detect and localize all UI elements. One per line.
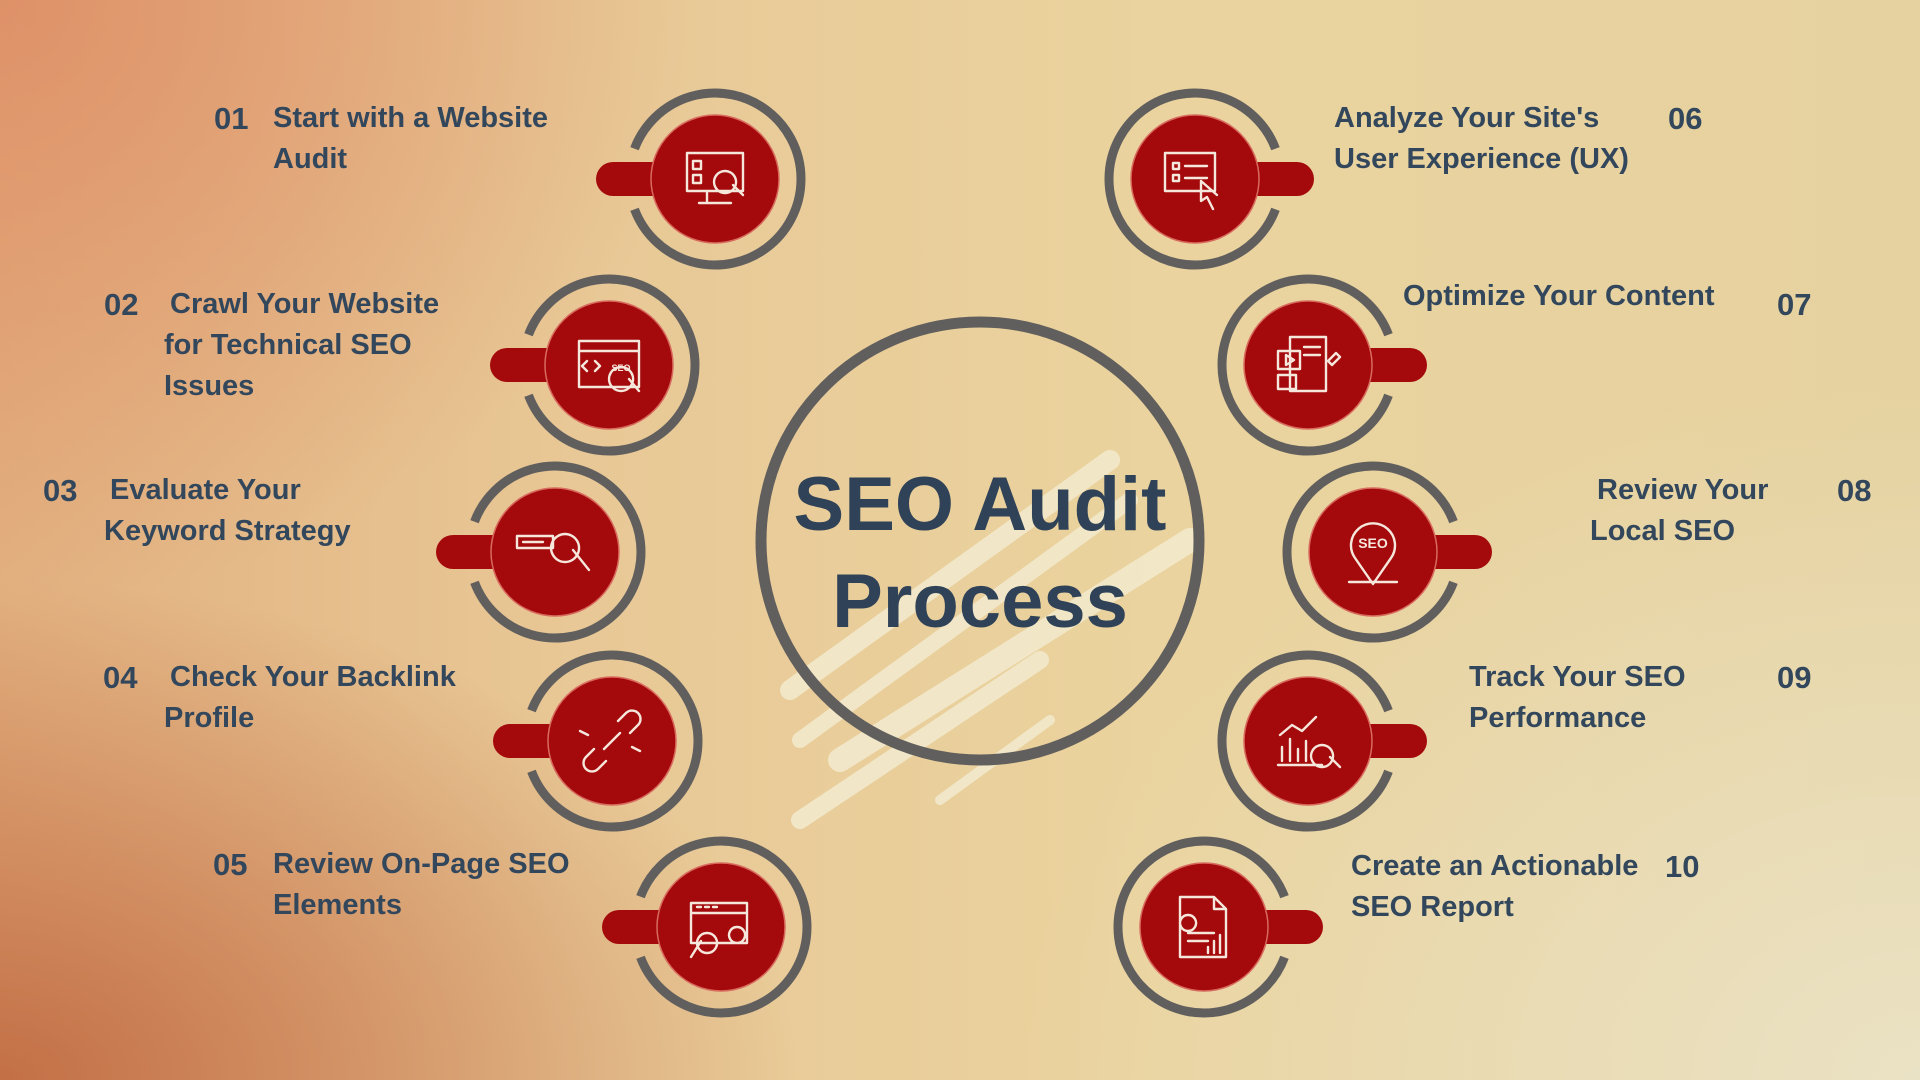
step-08-number: 08 (1837, 473, 1872, 508)
step-01-marker (596, 88, 806, 270)
step-03-label-line: Evaluate Your (110, 474, 301, 506)
step-05-label-line: Elements (273, 889, 402, 921)
outer-ring (470, 461, 646, 643)
step-09-label-line: Performance (1469, 702, 1647, 734)
step-05-marker (602, 836, 812, 1018)
step-07-marker (1217, 274, 1427, 456)
outer-ring (524, 274, 700, 456)
step-01-label-line: Audit (273, 143, 348, 175)
step-04-label-line: Profile (164, 702, 255, 734)
seo-location-pin-icon: SEO (1347, 522, 1399, 586)
step-03-label-line: Keyword Strategy (104, 515, 351, 547)
step-09-number: 09 (1777, 660, 1812, 695)
center-ring (755, 316, 1205, 766)
step-04-number: 04 (103, 660, 138, 695)
step-09-marker (1217, 650, 1427, 832)
red-badge (1243, 300, 1373, 430)
step-04-label-line: Check Your Backlink (170, 661, 456, 693)
step-07-label-line: Optimize Your Content (1403, 280, 1715, 312)
outer-ring (636, 836, 812, 1018)
center-title-line-2: Process (832, 559, 1128, 644)
step-02-marker: SEO (490, 274, 700, 456)
step-06-label-line: User Experience (UX) (1334, 143, 1629, 175)
step-03-marker (436, 461, 646, 643)
step-10-number: 10 (1665, 849, 1700, 884)
step-03-number: 03 (43, 473, 78, 508)
monitor-audit-icon (685, 151, 745, 205)
step-02-label-line: for Technical SEO (164, 329, 412, 361)
step-08-label-line: Local SEO (1590, 515, 1736, 547)
outer-ring (1113, 836, 1289, 1018)
svg-text:SEO: SEO (611, 363, 630, 373)
center-title-line-1: SEO Audit (793, 462, 1167, 547)
browser-seo-search-icon: SEO (577, 339, 641, 393)
red-badge (1139, 862, 1269, 992)
red-badge (656, 862, 786, 992)
red-badge (544, 300, 674, 430)
report-document-icon (1178, 895, 1228, 959)
step-10-label-line: SEO Report (1351, 891, 1514, 923)
red-badge (1243, 676, 1373, 806)
outer-ring (1104, 88, 1280, 270)
content-edit-icon (1276, 335, 1342, 393)
step-06-number: 06 (1668, 101, 1703, 136)
step-08-label-line: Review Your (1597, 474, 1769, 506)
outer-ring (1282, 461, 1458, 643)
chart-magnifier-icon (1276, 715, 1342, 769)
step-10-marker (1113, 836, 1323, 1018)
outer-ring (527, 650, 703, 832)
step-07-number: 07 (1777, 287, 1812, 322)
step-09-label-line: Track Your SEO (1469, 661, 1686, 693)
step-06-marker (1104, 88, 1314, 270)
keyword-search-icon (515, 532, 591, 572)
step-05-label-line: Review On-Page SEO (273, 848, 570, 880)
step-02-label-line: Issues (164, 370, 255, 402)
step-10-label-line: Create an Actionable (1351, 850, 1639, 882)
outer-ring (1217, 274, 1393, 456)
step-05-number: 05 (213, 847, 248, 882)
step-02-label-line: Crawl Your Website (170, 288, 440, 320)
broken-link-icon (578, 709, 642, 773)
step-06-label-line: Analyze Your Site's (1334, 102, 1600, 134)
step-01-label-line: Start with a Website (273, 102, 549, 134)
red-badge (490, 487, 620, 617)
red-badge (1308, 487, 1438, 617)
step-02-number: 02 (104, 287, 139, 322)
step-08-marker: SEO (1282, 461, 1492, 643)
webpage-settings-icon (689, 901, 749, 959)
step-01-number: 01 (214, 101, 249, 136)
ux-checklist-click-icon (1163, 151, 1219, 211)
outer-ring (630, 88, 806, 270)
step-04-marker (493, 650, 703, 832)
outer-ring (1217, 650, 1393, 832)
svg-text:SEO: SEO (1358, 535, 1388, 551)
